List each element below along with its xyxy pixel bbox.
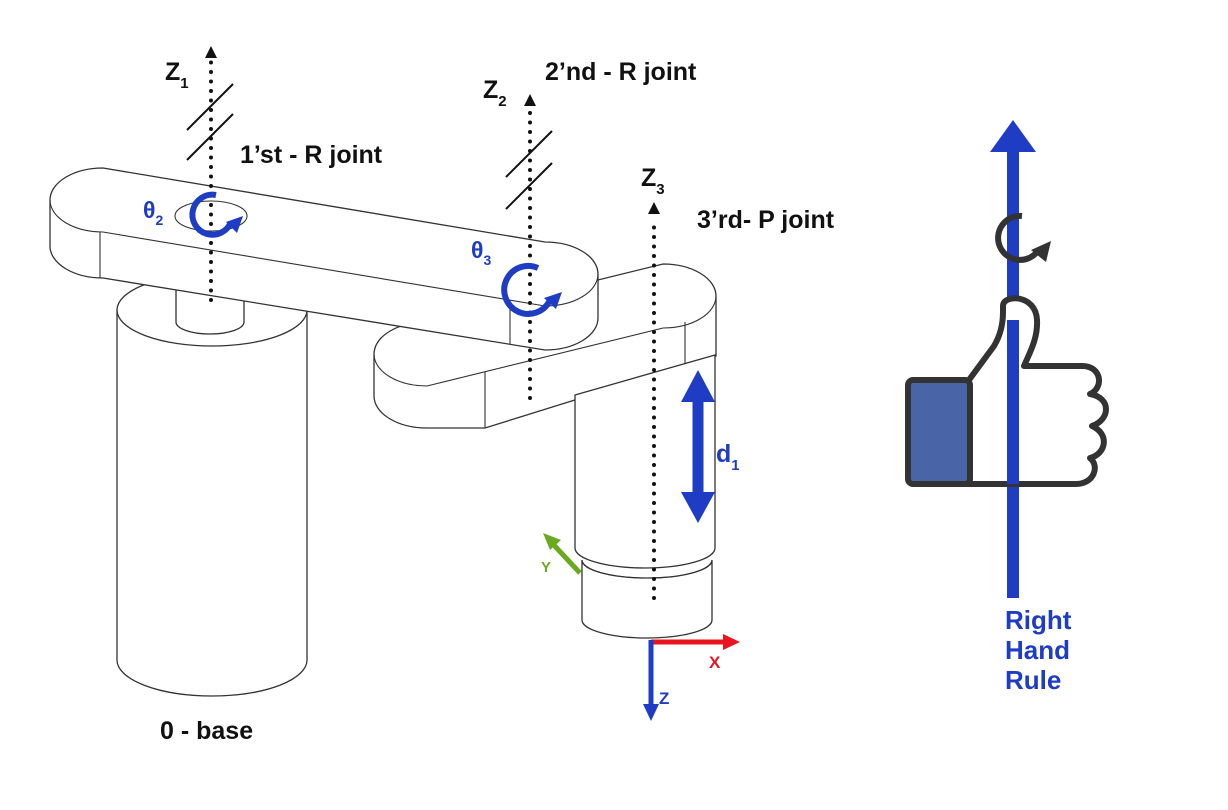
- joint2-label: 2’nd - R joint: [545, 58, 697, 86]
- prismatic-cylinder: [574, 354, 716, 639]
- rhr-caption: Right Hand Rule: [1005, 605, 1072, 695]
- link1-arm: [49, 167, 599, 351]
- frame-z-label: Z: [659, 689, 669, 708]
- z1-label: Z1: [165, 58, 189, 92]
- rhr-caption-line-1: Right: [1005, 605, 1072, 635]
- theta3-label: θ3: [471, 237, 491, 268]
- frame-y-label: Y: [541, 559, 551, 576]
- base-label: 0 - base: [160, 717, 253, 745]
- d1-double-arrow: [681, 370, 715, 523]
- right-hand-rule-figure: [905, 120, 1109, 598]
- rhr-rotation-icon: [995, 212, 1051, 263]
- joint1-label: 1’st - R joint: [240, 141, 383, 169]
- z2-label: Z2: [483, 76, 507, 110]
- thumbs-up-icon: [905, 295, 1109, 487]
- joint3-label: 3’rd- P joint: [697, 206, 835, 234]
- z3-label: Z3: [641, 164, 665, 198]
- z2-axis: [505, 94, 553, 400]
- thumb-cuff: [905, 377, 973, 487]
- end-effector-frame: [543, 533, 740, 721]
- rhr-caption-line-3: Rule: [1005, 665, 1061, 695]
- theta2-rotation-icon: [189, 191, 243, 238]
- y-axis-arrow: [543, 533, 561, 550]
- x-axis-arrow: [723, 634, 740, 650]
- d1-label: d1: [716, 440, 740, 474]
- base-column: [116, 273, 308, 697]
- theta3-rotation-icon: [501, 263, 562, 317]
- rhr-caption-line-2: Hand: [1005, 635, 1070, 665]
- z-axis-arrow: [643, 704, 659, 721]
- z3-axis: [648, 202, 660, 600]
- theta2-label: θ2: [143, 197, 163, 228]
- frame-x-label: X: [709, 653, 721, 672]
- z1-axis: [186, 46, 234, 302]
- rhr-arrowhead: [990, 120, 1036, 152]
